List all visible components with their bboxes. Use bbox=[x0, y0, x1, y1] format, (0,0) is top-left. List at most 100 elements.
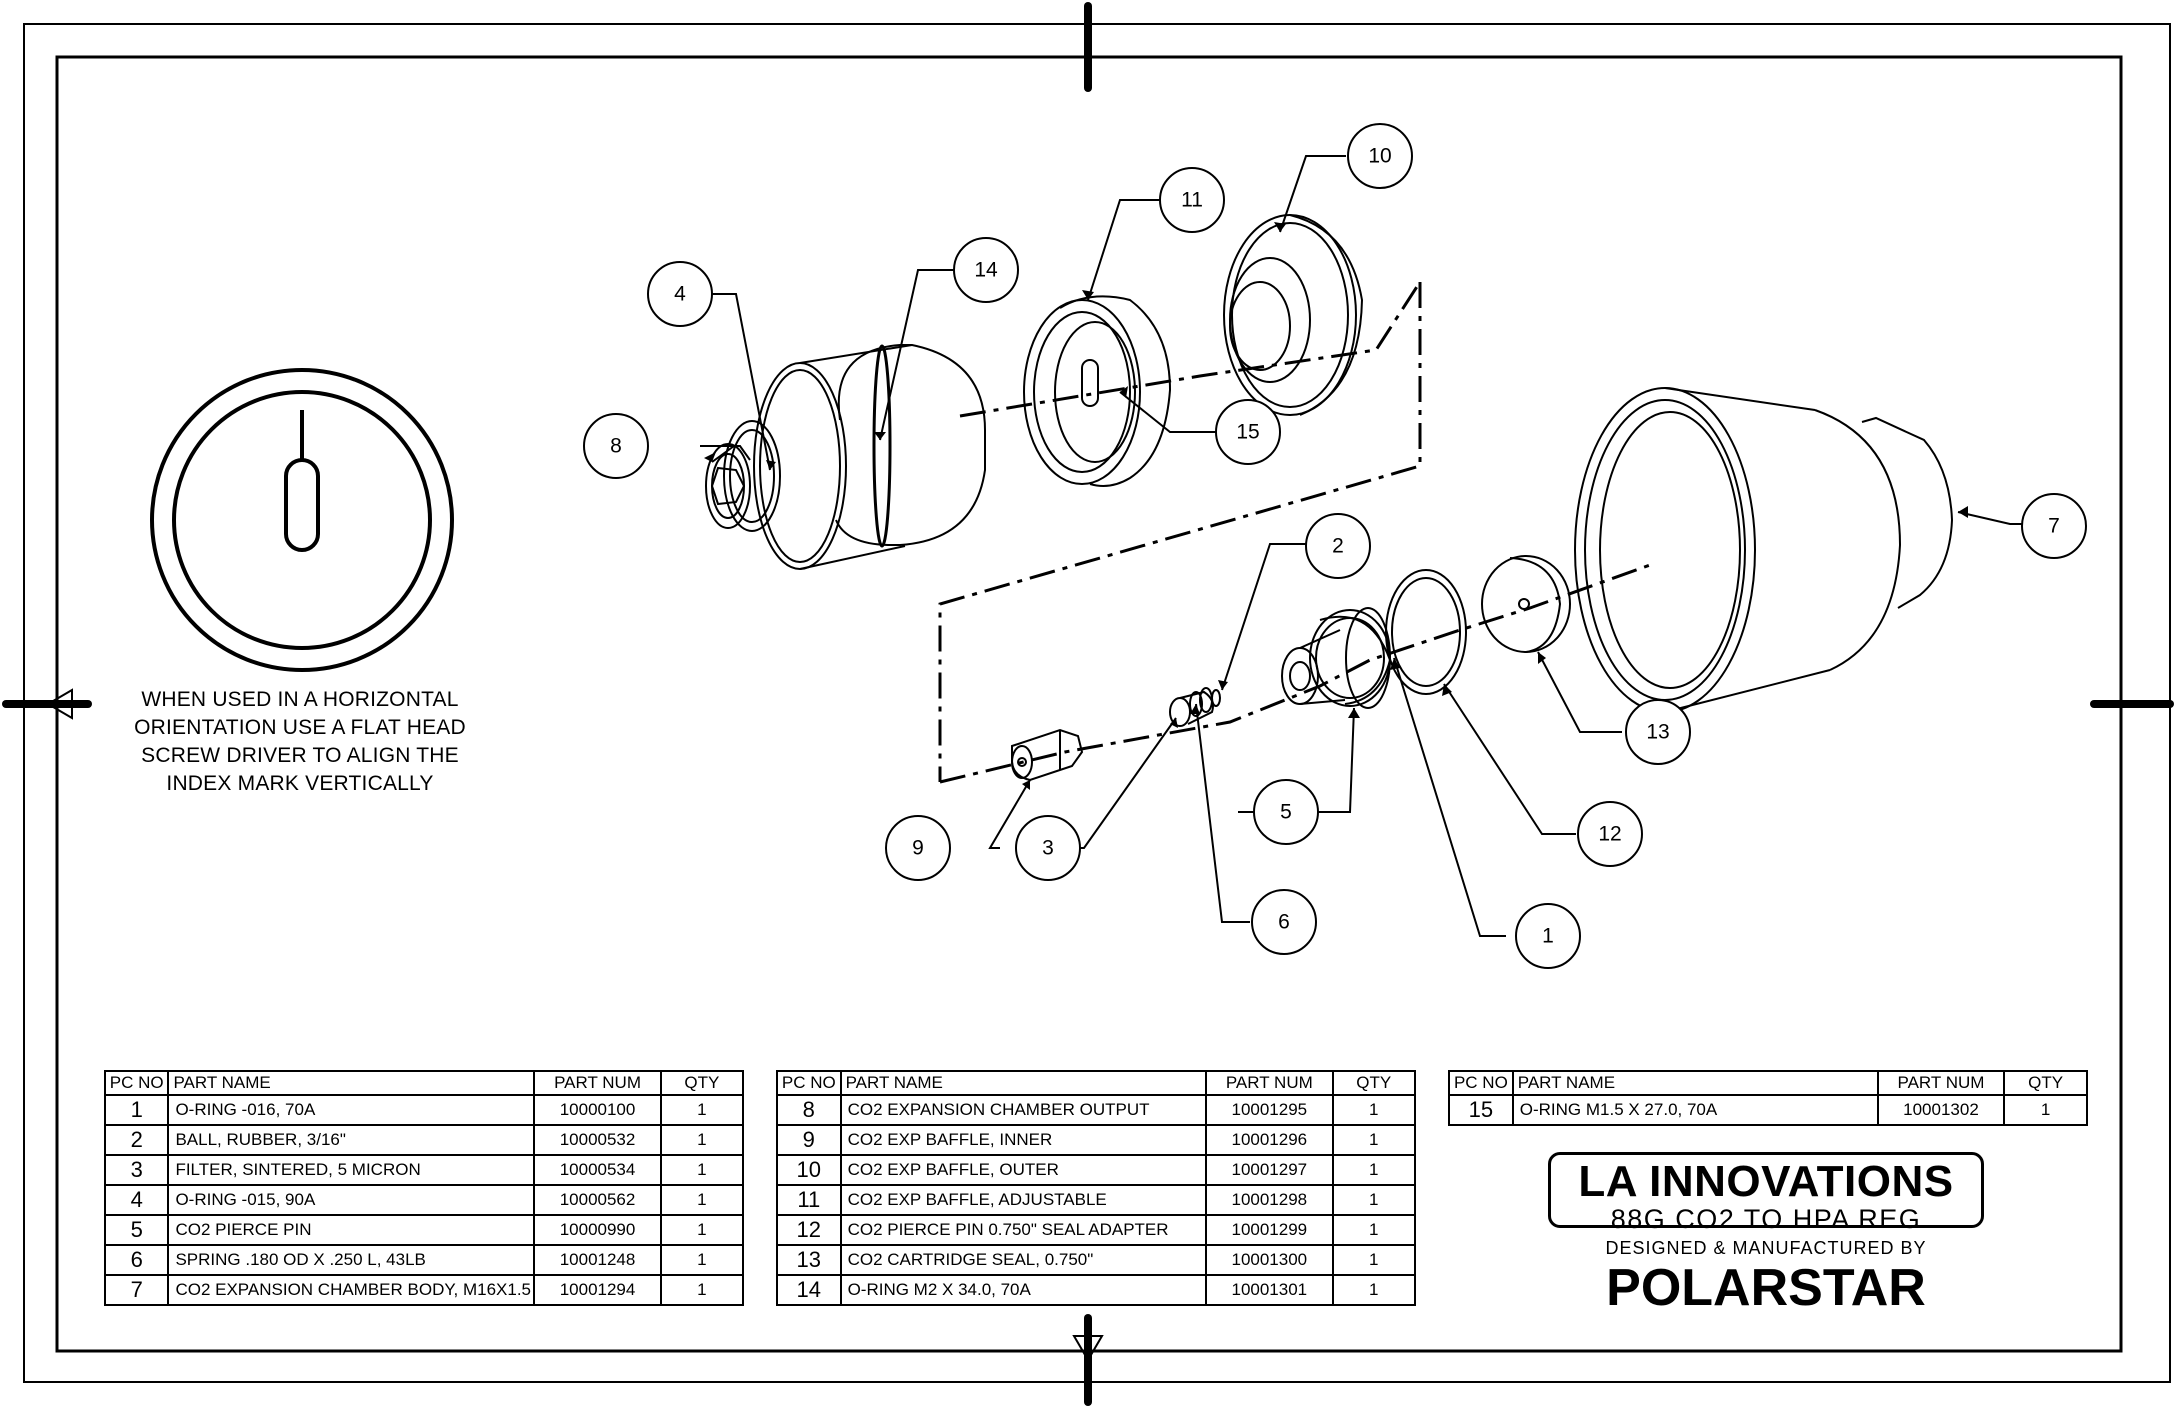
cell-qty: 1 bbox=[1331, 1214, 1417, 1246]
header-qty: QTY bbox=[1331, 1070, 1417, 1096]
cell-pc-no: 5 bbox=[103, 1214, 170, 1246]
product-name: 88G CO2 TO HPA REG bbox=[1610, 1204, 1922, 1234]
table-header-row: PC NO PART NAME PART NUM QTY bbox=[776, 1070, 1417, 1096]
note-line: ORIENTATION USE A FLAT HEAD bbox=[134, 716, 466, 739]
balloon-label: 10 bbox=[1368, 145, 1391, 168]
part-10-outer-baffle bbox=[1223, 214, 1364, 416]
part-13-cartridge-seal bbox=[1481, 555, 1571, 653]
cell-pc-no: 6 bbox=[103, 1244, 170, 1276]
cell-pc-no: 14 bbox=[776, 1274, 842, 1306]
balloon-label: 8 bbox=[610, 435, 622, 458]
balloon-label: 1 bbox=[1542, 925, 1554, 948]
header-part-name: PART NAME bbox=[839, 1070, 1208, 1096]
cell-qty: 1 bbox=[659, 1154, 745, 1186]
cell-qty: 1 bbox=[659, 1184, 745, 1216]
cell-part-name: O-RING M1.5 X 27.0, 70A bbox=[1511, 1094, 1879, 1126]
cell-pc-no: 7 bbox=[103, 1274, 170, 1306]
balloon-label: 11 bbox=[1181, 189, 1203, 212]
balloons: 1 2 3 4 5 6 7 8 9 10 11 12 13 14 15 bbox=[583, 123, 2087, 969]
cell-part-num: 10001248 bbox=[533, 1244, 662, 1276]
part-5-pierce-pin bbox=[1281, 607, 1392, 709]
part-7-chamber-body bbox=[1574, 387, 1954, 713]
balloon-label: 7 bbox=[2048, 515, 2060, 538]
cell-qty: 1 bbox=[2003, 1094, 2088, 1126]
cell-part-name: FILTER, SINTERED, 5 MICRON bbox=[167, 1154, 536, 1186]
header-part-name: PART NAME bbox=[1511, 1070, 1879, 1096]
balloon-3: 3 bbox=[1015, 815, 1081, 881]
header-pc-no: PC NO bbox=[1448, 1070, 1514, 1096]
balloon-label: 14 bbox=[974, 259, 998, 282]
part-8-14-assembly bbox=[705, 344, 986, 570]
header-pc-no: PC NO bbox=[103, 1070, 170, 1096]
cell-part-num: 10001295 bbox=[1205, 1094, 1334, 1126]
balloon-label: 13 bbox=[1646, 721, 1669, 744]
cell-part-num: 10000562 bbox=[533, 1184, 662, 1216]
cell-part-name: CO2 CARTRIDGE SEAL, 0.750" bbox=[839, 1244, 1208, 1276]
balloon-label: 15 bbox=[1236, 421, 1259, 444]
cell-pc-no: 11 bbox=[776, 1184, 842, 1216]
balloon-label: 6 bbox=[1278, 911, 1290, 934]
cell-qty: 1 bbox=[1331, 1184, 1417, 1216]
orientation-note: WHEN USED IN A HORIZONTAL ORIENTATION US… bbox=[100, 686, 500, 798]
cell-part-num: 10001302 bbox=[1876, 1094, 2006, 1126]
cell-pc-no: 12 bbox=[776, 1214, 842, 1246]
cell-pc-no: 4 bbox=[103, 1184, 170, 1216]
balloon-15: 15 bbox=[1215, 399, 1281, 465]
header-part-num: PART NUM bbox=[1205, 1070, 1334, 1096]
manufacturer-logo: POLARSTAR bbox=[1606, 1259, 1926, 1317]
balloon-13: 13 bbox=[1625, 699, 1691, 765]
credit-line: DESIGNED & MANUFACTURED BY bbox=[1605, 1238, 1927, 1258]
cell-part-num: 10001298 bbox=[1205, 1184, 1334, 1216]
cell-part-num: 10000990 bbox=[533, 1214, 662, 1246]
header-part-num: PART NUM bbox=[533, 1070, 662, 1096]
balloon-label: 12 bbox=[1598, 823, 1621, 846]
cell-qty: 1 bbox=[659, 1214, 745, 1246]
balloon-9: 9 bbox=[885, 815, 951, 881]
cell-part-num: 10001296 bbox=[1205, 1124, 1334, 1156]
balloon-6: 6 bbox=[1251, 889, 1317, 955]
note-line: INDEX MARK VERTICALLY bbox=[166, 772, 434, 795]
cell-pc-no: 2 bbox=[103, 1124, 170, 1156]
balloon-7: 7 bbox=[2021, 493, 2087, 559]
balloon-label: 2 bbox=[1332, 535, 1344, 558]
table-header-row: PC NO PART NAME PART NUM QTY bbox=[1448, 1070, 2088, 1096]
part-6-spring bbox=[1169, 687, 1221, 727]
cell-pc-no: 10 bbox=[776, 1154, 842, 1186]
cell-part-num: 10000534 bbox=[533, 1154, 662, 1186]
balloon-label: 5 bbox=[1280, 801, 1292, 824]
note-line: SCREW DRIVER TO ALIGN THE bbox=[141, 744, 459, 767]
part-11-adjustable-baffle bbox=[1023, 295, 1172, 487]
index-mark-detail bbox=[150, 368, 454, 672]
cell-part-name: CO2 PIERCE PIN bbox=[167, 1214, 536, 1246]
balloon-11: 11 bbox=[1159, 167, 1225, 233]
cell-pc-no: 8 bbox=[776, 1094, 842, 1126]
company-name: LA INNOVATIONS bbox=[1578, 1157, 1954, 1206]
cell-part-name: CO2 PIERCE PIN 0.750" SEAL ADAPTER bbox=[839, 1214, 1208, 1246]
cell-part-num: 10001294 bbox=[533, 1274, 662, 1306]
cell-qty: 1 bbox=[1331, 1094, 1417, 1126]
header-part-num: PART NUM bbox=[1876, 1070, 2006, 1096]
cell-qty: 1 bbox=[1331, 1124, 1417, 1156]
bottom-arrow-icon bbox=[1072, 1335, 1104, 1362]
centerline bbox=[938, 281, 1651, 784]
note-line: WHEN USED IN A HORIZONTAL bbox=[141, 688, 459, 711]
balloon-label: 9 bbox=[912, 837, 924, 860]
part-9-inner-baffle bbox=[1011, 728, 1084, 782]
cell-part-num: 10001301 bbox=[1205, 1274, 1334, 1306]
header-qty: QTY bbox=[659, 1070, 745, 1096]
cell-part-num: 10001297 bbox=[1205, 1154, 1334, 1186]
